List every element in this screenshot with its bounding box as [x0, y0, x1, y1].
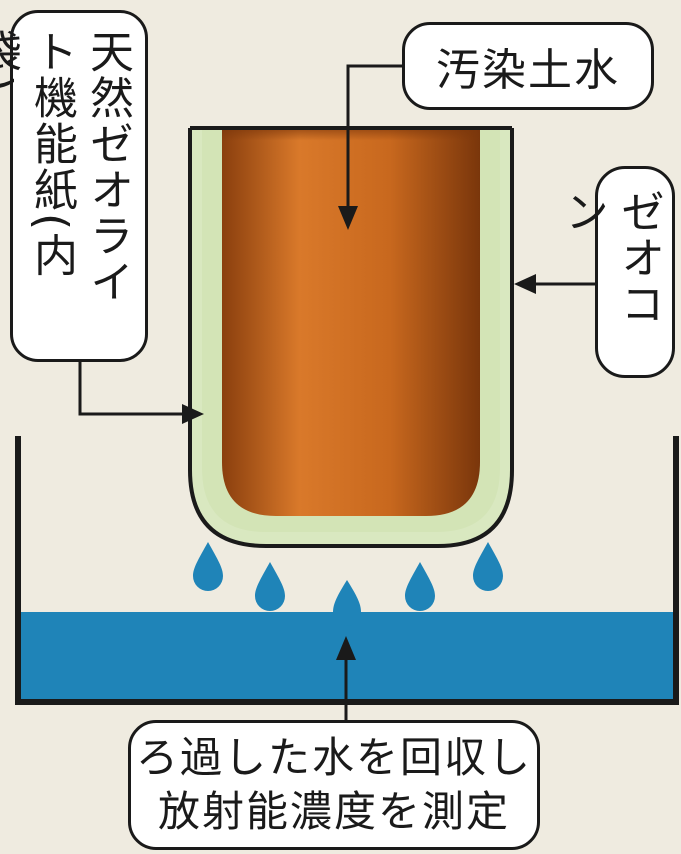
filtered-water-line-1: ろ過した水を回収し	[135, 733, 532, 782]
contaminated-water-label-text: 汚染土水	[436, 45, 620, 96]
contaminated-soil-water	[222, 130, 480, 516]
filtered-water-label: ろ過した水を回収し 放射能濃度を測定	[128, 720, 540, 850]
arrowhead-left	[514, 274, 536, 294]
zeolite-paper-label-text: 天然ゼオライト機能紙(内袋)	[0, 29, 133, 305]
filtered-water-line-2: 放射能濃度を測定	[157, 787, 510, 836]
zeocon-label-text: ゼオコン	[557, 189, 664, 327]
water-drop	[255, 562, 285, 611]
water-drop	[333, 580, 361, 626]
water-drop	[405, 562, 435, 611]
arrow-inner-bag	[78, 362, 186, 416]
arrow-contaminated-water	[346, 64, 402, 212]
water-drop	[473, 542, 503, 591]
soil-top-shade	[222, 130, 480, 200]
zeolite-paper-label: 天然ゼオライト機能紙(内袋)	[0, 10, 148, 362]
arrowhead-up	[336, 636, 356, 660]
zeocon-label: ゼオコン	[557, 166, 675, 378]
contaminated-water-label: 汚染土水	[402, 22, 654, 110]
water-drop	[193, 542, 223, 591]
arrowhead-down	[338, 206, 358, 230]
arrowhead-right	[182, 404, 204, 424]
water-drops	[193, 542, 503, 626]
